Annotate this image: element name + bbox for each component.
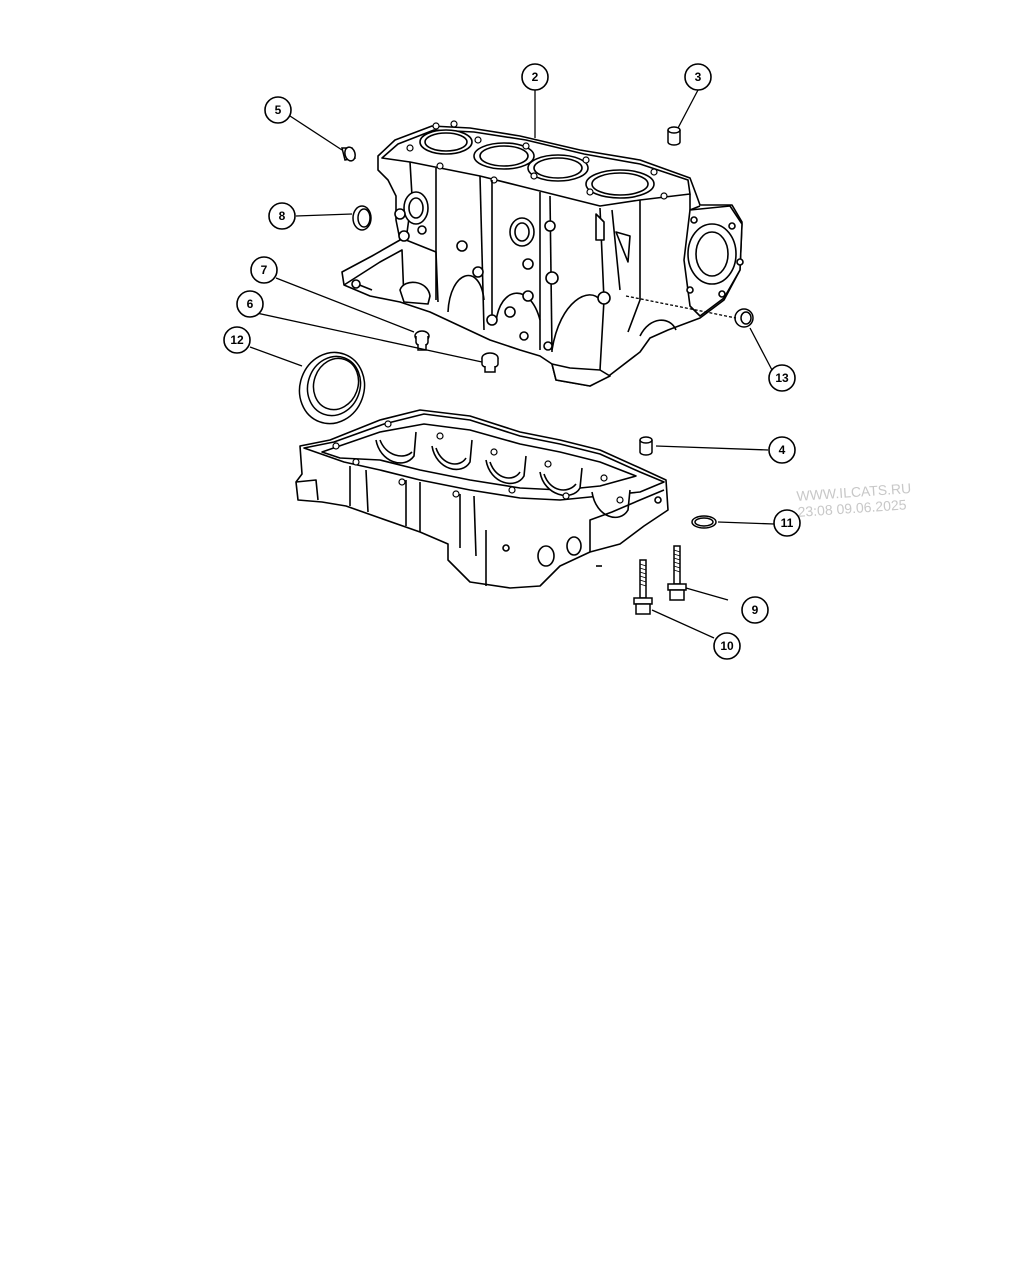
svg-text:11: 11 (781, 516, 794, 530)
svg-text:7: 7 (261, 263, 268, 277)
svg-text:13: 13 (775, 371, 789, 385)
svg-text:2: 2 (532, 70, 539, 84)
svg-text:9: 9 (752, 603, 759, 617)
part-12-rear-seal (298, 351, 366, 425)
parts (298, 126, 754, 615)
part-8-seal (352, 205, 372, 231)
callout-7: 7 (250, 256, 278, 284)
callout-4: 4 (768, 436, 796, 464)
cylinder-block (341, 120, 744, 387)
svg-text:10: 10 (720, 639, 734, 653)
part-11-oring (691, 515, 717, 529)
callout-9: 9 (741, 596, 769, 624)
leader-lines (249, 89, 775, 639)
svg-text:8: 8 (279, 209, 286, 223)
svg-text:12: 12 (230, 333, 244, 347)
bedplate (295, 409, 669, 589)
part-7-plug (414, 330, 430, 351)
callout-3: 3 (684, 63, 712, 91)
svg-text:4: 4 (779, 443, 786, 457)
callout-6: 6 (236, 290, 264, 318)
svg-text:3: 3 (695, 70, 702, 84)
svg-text:6: 6 (247, 297, 254, 311)
callouts: 2 3 4 5 6 7 8 9 (223, 63, 801, 660)
part-10-bolt (633, 559, 653, 615)
callout-5: 5 (264, 96, 292, 124)
part-9-bolt (667, 545, 687, 601)
part-13-plug (734, 308, 754, 328)
callout-8: 8 (268, 202, 296, 230)
callout-12: 12 (223, 326, 251, 354)
part-3-dowel (667, 126, 681, 146)
part-6-plug (481, 352, 499, 373)
callout-13: 13 (768, 364, 796, 392)
callout-10: 10 (713, 632, 741, 660)
callout-11: 11 (773, 509, 801, 537)
part-4-dowel (639, 436, 653, 456)
svg-text:5: 5 (275, 103, 282, 117)
callout-2: 2 (521, 63, 549, 91)
part-5-pin (341, 146, 356, 162)
